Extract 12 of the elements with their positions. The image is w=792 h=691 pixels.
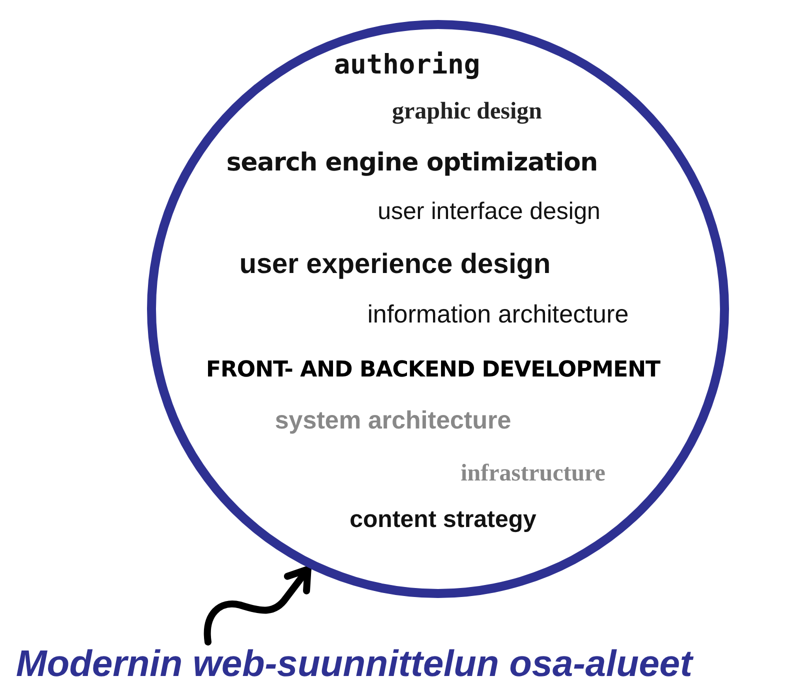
topic-text: infrastructure — [460, 460, 606, 488]
topic-text: user interface design — [378, 198, 600, 226]
topic-text: user experience design — [239, 248, 551, 280]
topic-text: search engine optimization — [226, 148, 598, 176]
caption-title: Modernin web-suunnittelun osa-alueet — [16, 640, 692, 688]
topic-text: information architecture — [367, 300, 629, 330]
topic-text: authoring — [334, 50, 480, 80]
topic-text: content strategy — [350, 506, 536, 534]
topic-text: system architecture — [274, 406, 512, 436]
topic-text: FRONT- AND BACKEND DEVELOPMENT — [206, 358, 660, 382]
circle-outline — [147, 20, 729, 598]
topic-text: graphic design — [392, 98, 542, 126]
